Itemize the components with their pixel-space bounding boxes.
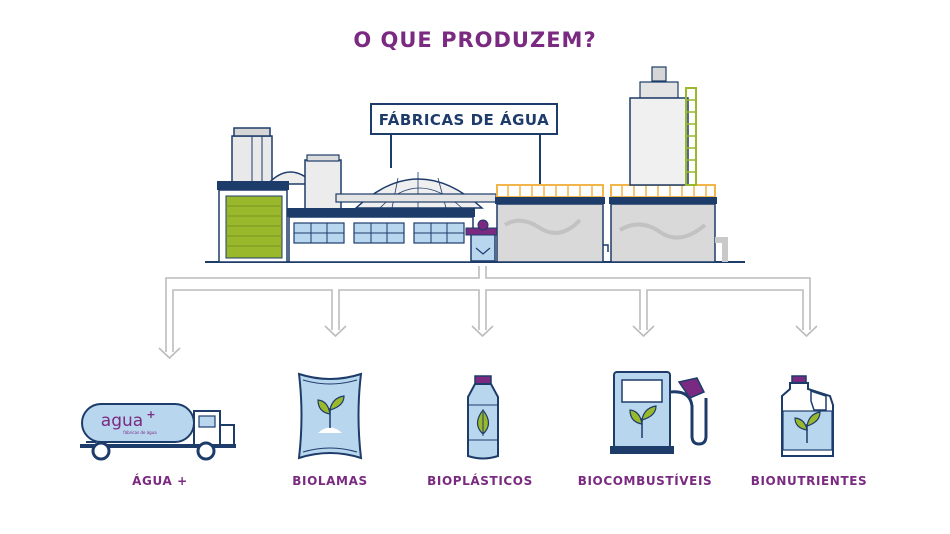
biocombustiveis-pump-icon: [610, 371, 708, 454]
truck-brand-plus: +: [146, 408, 155, 421]
truck-brand-text: agua: [101, 411, 143, 431]
factory-sign: FÁBRICAS DE ÁGUA: [370, 103, 558, 185]
distribution-arrows: [158, 266, 818, 360]
water-factory-illustration: FÁBRICAS DE ÁGUA: [205, 66, 745, 263]
truck-brand-subtext: fábricas de água: [123, 430, 157, 435]
left-silo: [231, 127, 273, 185]
biolamas-sack-icon: [297, 372, 363, 460]
label-bionutrientes: BIONUTRIENTES: [750, 474, 868, 488]
bioplasticos-bottle-icon: [467, 375, 499, 460]
main-building: [287, 208, 475, 263]
label-bioplasticos: BIOPLÁSTICOS: [427, 474, 533, 488]
center-silo: [304, 154, 342, 211]
treatment-tank-2: [609, 184, 717, 263]
agua-plus-truck-icon: agua + fábricas de água: [80, 403, 236, 461]
label-biolamas: BIOLAMAS: [292, 474, 368, 488]
bionutrientes-jug-icon: [781, 375, 834, 457]
page-title: O QUE PRODUZEM?: [353, 28, 597, 52]
label-biocombustiveis: BIOCOMBUSTÍVEIS: [577, 474, 713, 488]
label-agua-plus: ÁGUA +: [132, 474, 188, 488]
green-building: [217, 181, 289, 263]
factory-sign-label: FÁBRICAS DE ÁGUA: [379, 110, 550, 129]
tall-tower: [629, 66, 697, 186]
treatment-tank-1: [495, 184, 605, 263]
large-dome: [354, 172, 484, 209]
